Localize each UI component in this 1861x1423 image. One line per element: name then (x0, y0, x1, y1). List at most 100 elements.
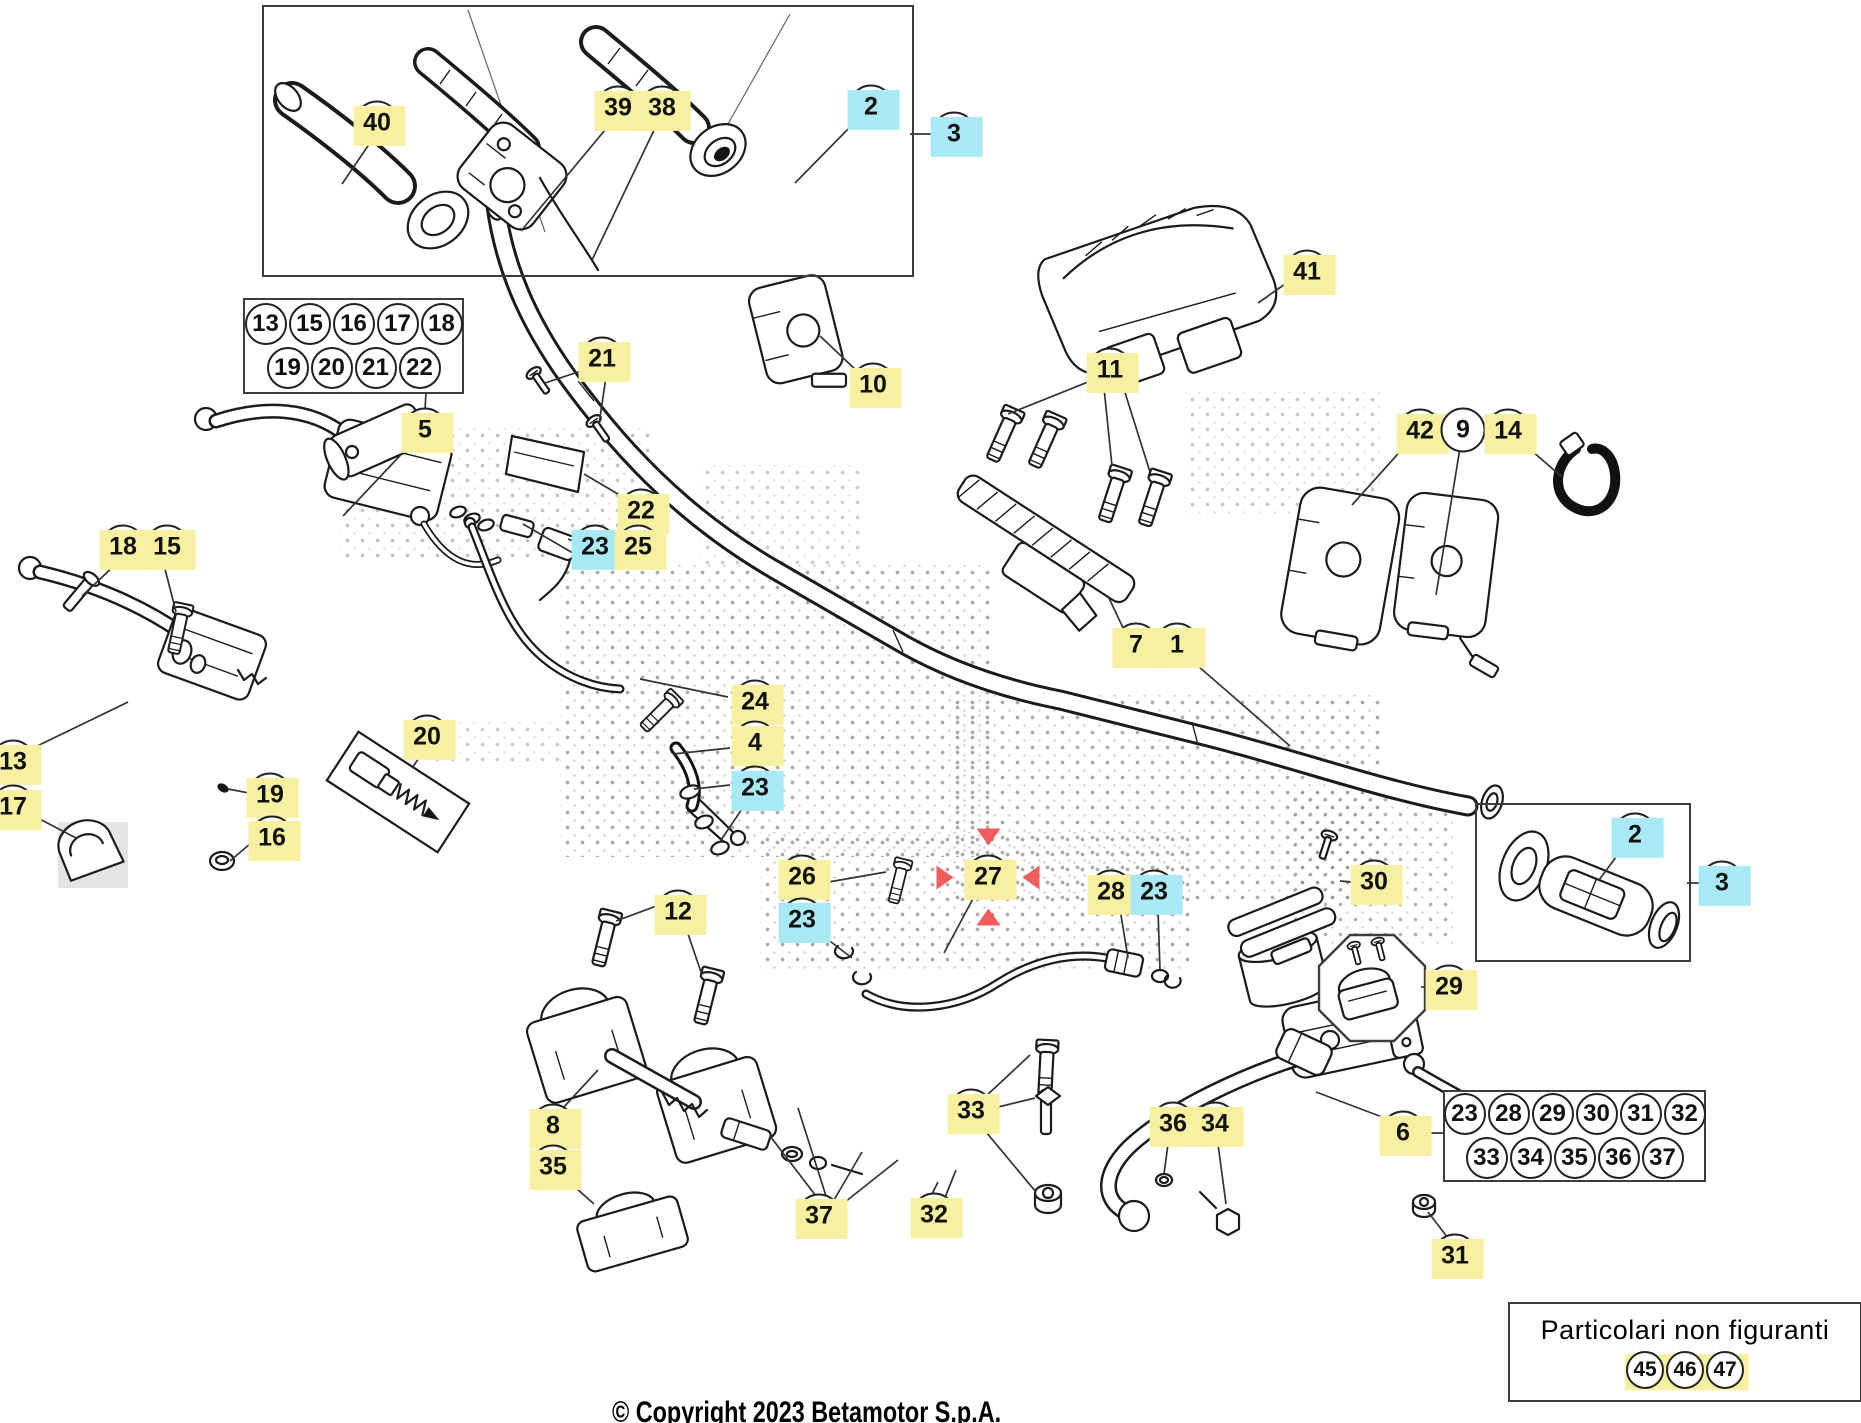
callout-number: 23 (581, 532, 609, 561)
legend-number-29[interactable]: 29 (1531, 1093, 1574, 1135)
callout-2[interactable]: 2 (848, 84, 894, 130)
callout-3[interactable]: 3 (1699, 860, 1745, 906)
adjuster-20-art (325, 730, 471, 854)
legend-number-18[interactable]: 18 (420, 303, 463, 345)
callout-34[interactable]: 34 (1192, 1101, 1238, 1147)
callout-number: 22 (627, 496, 655, 525)
callout-number: 26 (788, 862, 816, 891)
callout-12[interactable]: 12 (655, 889, 701, 935)
callout-5[interactable]: 5 (402, 407, 448, 453)
legend-number-17[interactable]: 17 (376, 303, 419, 345)
callout-number: 7 (1129, 630, 1143, 659)
callout-1[interactable]: 1 (1154, 622, 1200, 668)
callout-number: 19 (256, 780, 284, 809)
switch-lever-art (1468, 653, 1500, 679)
callout-number: 16 (258, 823, 286, 852)
legend-number-16[interactable]: 16 (332, 303, 375, 345)
missing-part-number-47[interactable]: 47 (1706, 1350, 1744, 1389)
callout-36[interactable]: 36 (1150, 1101, 1196, 1147)
callout-17[interactable]: 17 (0, 784, 36, 830)
legend-number-15[interactable]: 15 (288, 303, 331, 345)
missing-parts-title: Particolari non figuranti (1540, 1314, 1830, 1345)
callout-41[interactable]: 41 (1284, 249, 1330, 295)
legend-number-19[interactable]: 19 (266, 347, 309, 389)
legend-number-34[interactable]: 34 (1509, 1137, 1552, 1179)
grip-detail-inset-box (262, 5, 914, 277)
callout-19[interactable]: 19 (247, 772, 293, 818)
callout-33[interactable]: 33 (948, 1088, 994, 1134)
callout-4[interactable]: 4 (732, 720, 778, 766)
callout-11[interactable]: 11 (1087, 347, 1133, 393)
legend-number-32[interactable]: 32 (1663, 1093, 1706, 1135)
callout-number: 34 (1201, 1109, 1229, 1138)
callout-42[interactable]: 42 (1397, 408, 1443, 454)
legend-number-35[interactable]: 35 (1553, 1137, 1596, 1179)
callout-25[interactable]: 25 (615, 524, 661, 570)
riser-clamp-art (525, 907, 778, 1273)
callout-23[interactable]: 23 (572, 524, 618, 570)
callout-30[interactable]: 30 (1351, 859, 1397, 905)
callout-15[interactable]: 15 (144, 524, 190, 570)
callout-14[interactable]: 14 (1485, 408, 1531, 454)
missing-part-number-46[interactable]: 46 (1666, 1350, 1704, 1389)
callout-23[interactable]: 23 (779, 897, 825, 943)
callout-number: 31 (1441, 1241, 1469, 1270)
callout-number: 3 (1715, 868, 1729, 897)
legend-number-30[interactable]: 30 (1575, 1093, 1618, 1135)
callout-number: 36 (1159, 1109, 1187, 1138)
legend-number-37[interactable]: 37 (1641, 1137, 1684, 1179)
legend-number-33[interactable]: 33 (1465, 1137, 1508, 1179)
callout-10[interactable]: 10 (850, 362, 896, 408)
callout-number: 37 (805, 1201, 833, 1230)
callout-8[interactable]: 8 (530, 1103, 576, 1149)
callout-2[interactable]: 2 (1612, 812, 1658, 858)
right-grip-inset-box (1475, 803, 1691, 962)
callout-16[interactable]: 16 (249, 815, 295, 861)
callout-31[interactable]: 31 (1432, 1233, 1478, 1279)
callout-35[interactable]: 35 (530, 1144, 576, 1190)
legend-number-31[interactable]: 31 (1619, 1093, 1662, 1135)
callout-26[interactable]: 26 (779, 854, 825, 900)
legend-number-36[interactable]: 36 (1597, 1137, 1640, 1179)
callout-3[interactable]: 3 (931, 111, 977, 157)
callout-number: 2 (864, 92, 878, 121)
callout-21[interactable]: 21 (579, 336, 625, 382)
callout-23[interactable]: 23 (1131, 869, 1177, 915)
missing-part-number-45[interactable]: 45 (1626, 1350, 1664, 1389)
callout-24[interactable]: 24 (732, 679, 778, 725)
callout-37[interactable]: 37 (796, 1193, 842, 1239)
callout-number: 15 (153, 532, 181, 561)
callout-23[interactable]: 23 (732, 765, 778, 811)
callout-number: 41 (1293, 257, 1321, 286)
callout-7[interactable]: 7 (1113, 622, 1159, 668)
callout-6[interactable]: 6 (1380, 1110, 1426, 1156)
callout-28[interactable]: 28 (1088, 869, 1134, 915)
instrument-cluster-art (1037, 204, 1278, 389)
copyright-text: © Copyright 2023 Betamotor S.p.A. (612, 1396, 1002, 1423)
callout-32[interactable]: 32 (911, 1192, 957, 1238)
callout-38[interactable]: 38 (639, 85, 685, 131)
legend-number-21[interactable]: 21 (354, 347, 397, 389)
callout-29[interactable]: 29 (1426, 964, 1472, 1010)
callout-number: 23 (741, 773, 769, 802)
callout-9[interactable]: 9 (1440, 407, 1486, 453)
selection-marker-arrow-icon (936, 865, 954, 889)
legend-number-20[interactable]: 20 (310, 347, 353, 389)
callout-18[interactable]: 18 (100, 524, 146, 570)
selection-marker-arrow-icon (976, 908, 1000, 926)
callout-number: 2 (1628, 820, 1642, 849)
legend-number-22[interactable]: 22 (398, 347, 441, 389)
callout-number: 3 (947, 119, 961, 148)
callout-20[interactable]: 20 (404, 714, 450, 760)
legend-number-23[interactable]: 23 (1443, 1093, 1486, 1135)
switch-10-art (747, 274, 848, 388)
callout-39[interactable]: 39 (595, 85, 641, 131)
callout-13[interactable]: 13 (0, 739, 36, 785)
callout-27[interactable]: 27 (936, 828, 1040, 926)
legend-number-28[interactable]: 28 (1487, 1093, 1530, 1135)
callout-40[interactable]: 40 (354, 100, 400, 146)
legend-number-13[interactable]: 13 (244, 303, 287, 345)
